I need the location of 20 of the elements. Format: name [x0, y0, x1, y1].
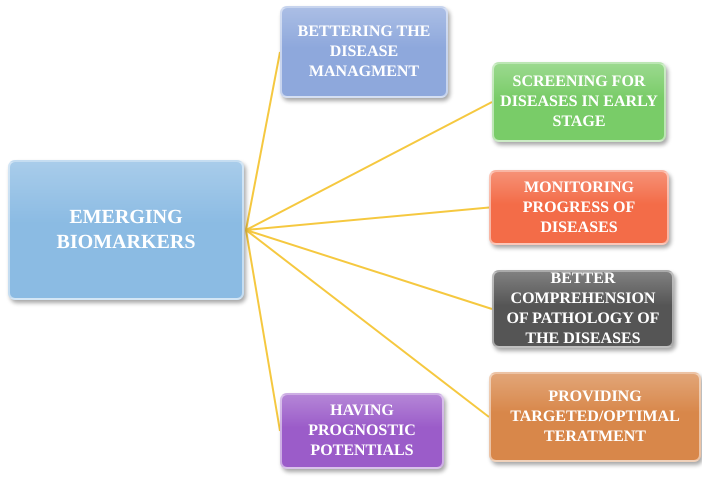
box-text: BETTERING THE DISEASE MANAGMENT	[296, 22, 432, 82]
box-text: EMERGING BIOMARKERS	[56, 205, 196, 255]
topic-box	[492, 62, 666, 142]
topic-box	[280, 393, 444, 469]
topic-box	[489, 372, 701, 462]
connector-line	[245, 229, 490, 418]
box-text: PROVIDING TARGETED/OPTIMAL TERATMENT	[509, 387, 681, 447]
central-box	[8, 160, 244, 300]
topic-box	[489, 170, 669, 245]
box-text: SCREENING FOR DISEASES IN EARLY STAGE	[499, 72, 659, 132]
connector-line	[246, 206, 490, 231]
box-text: MONITORING PROGRESS OF DISEASES	[522, 178, 636, 238]
topic-box	[280, 6, 448, 98]
box-text: HAVING PROGNOSTIC POTENTIALS	[307, 401, 417, 461]
topic-box	[492, 270, 674, 348]
connector-line	[246, 229, 492, 310]
connector-line	[246, 101, 492, 231]
box-text: BETTER COMPREHENSION OF PATHOLOGY OF THE DISEASES	[506, 269, 660, 349]
connector-line	[245, 230, 281, 432]
connector-line	[245, 52, 281, 230]
